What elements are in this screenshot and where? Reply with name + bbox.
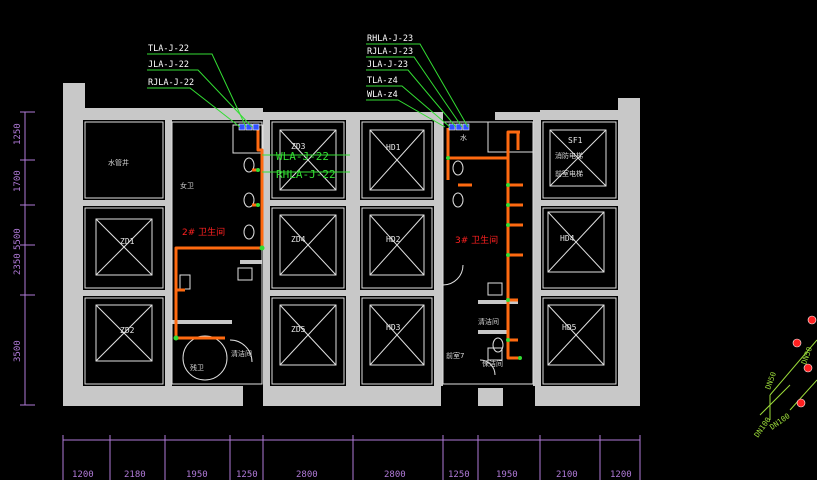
room-labels: ZD1 ZD2 ZD3 ZD4 ZD5 HD1 HD2 HD3 HD4 HD5 …	[108, 133, 583, 372]
room-hd2: HD2	[386, 235, 401, 244]
shaft-cross-marks	[95, 129, 607, 366]
dim-left-2350: 2350	[13, 253, 23, 275]
callout-tla-j-22: TLA-J-22	[148, 44, 189, 54]
room-barrier-free: 残卫	[190, 363, 204, 372]
room-outlines	[84, 121, 617, 385]
room-small-c: 前室7	[446, 351, 464, 360]
room-zd4: ZD4	[291, 235, 306, 244]
room-zd1: ZD1	[120, 237, 135, 246]
room-elevator-lobby: 前室电梯	[555, 169, 583, 178]
room-fire-elevator: 消防电梯	[555, 151, 583, 160]
pipe-label-dn50-b: DN50	[799, 345, 814, 366]
callout-rjla-j-23: RJLA-J-23	[367, 47, 413, 57]
riser-label-rhla-j-22: RHLA-J-22	[276, 168, 336, 181]
walls	[63, 83, 640, 406]
room-small-b: 保洁间	[482, 359, 503, 368]
room-toilet-2: 2# 卫生间	[182, 226, 225, 238]
callout-tla-z4: TLA-z4	[367, 76, 398, 86]
room-janitor-right: 清洁间	[478, 317, 499, 326]
dim-left-1700: 1700	[13, 170, 23, 192]
dim-bottom-7: 1250	[448, 470, 470, 480]
room-zd3: ZD3	[291, 142, 306, 151]
dim-bottom-10: 1200	[610, 470, 632, 480]
dimension-text-bottom: 1200 2180 1950 1250 2800 2800 1250 1950 …	[72, 470, 632, 480]
room-sf1: SF1	[568, 136, 583, 145]
callouts-right: RHLA-J-23 RJLA-J-23 JLA-J-23 TLA-z4 WLA-…	[367, 34, 413, 100]
dim-left-5500: 5500	[13, 228, 23, 250]
riser-markers	[238, 123, 470, 131]
fixtures	[179, 157, 504, 381]
callout-rhla-j-23: RHLA-J-23	[367, 34, 413, 44]
pipe-detail-right: DN50 DN100 DN100 DN50	[752, 315, 817, 439]
riser-labels: WLA-J-22 RHLA-J-22	[276, 150, 336, 181]
dimension-lines	[20, 111, 641, 480]
room-small-d: 水	[460, 133, 467, 142]
pipe-nodes	[173, 156, 522, 360]
dimension-text-left: 1250 1700 5500 2350 3500	[13, 123, 23, 362]
room-pipe-well: 水管井	[108, 158, 129, 167]
callouts-left: TLA-J-22 JLA-J-22 RJLA-J-22	[148, 44, 194, 88]
leader-lines	[147, 43, 469, 173]
dim-bottom-1: 1200	[72, 470, 94, 480]
dim-bottom-4: 1250	[236, 470, 258, 480]
callout-jla-j-22: JLA-J-22	[148, 60, 189, 70]
room-small-a: 女卫	[180, 181, 194, 190]
room-janitor-left: 清洁间	[231, 349, 252, 358]
dim-bottom-3: 1950	[186, 470, 208, 480]
riser-label-wla-j-22: WLA-J-22	[276, 150, 329, 163]
room-zd2: ZD2	[120, 326, 135, 335]
dim-left-1250: 1250	[13, 123, 23, 145]
dim-bottom-5: 2800	[296, 470, 318, 480]
room-hd1: HD1	[386, 143, 401, 152]
room-hd4: HD4	[560, 234, 575, 243]
callout-rjla-j-22: RJLA-J-22	[148, 78, 194, 88]
room-hd3: HD3	[386, 323, 401, 332]
dim-left-3500: 3500	[13, 340, 23, 362]
dim-bottom-2: 2180	[124, 470, 146, 480]
dim-bottom-8: 1950	[496, 470, 518, 480]
room-zd5: ZD5	[291, 325, 306, 334]
callout-jla-j-23: JLA-J-23	[367, 60, 408, 70]
dim-bottom-9: 2100	[556, 470, 578, 480]
dim-bottom-6: 2800	[384, 470, 406, 480]
callout-wla-z4: WLA-z4	[367, 90, 398, 100]
room-toilet-3: 3# 卫生间	[455, 234, 498, 246]
room-hd5: HD5	[562, 323, 577, 332]
